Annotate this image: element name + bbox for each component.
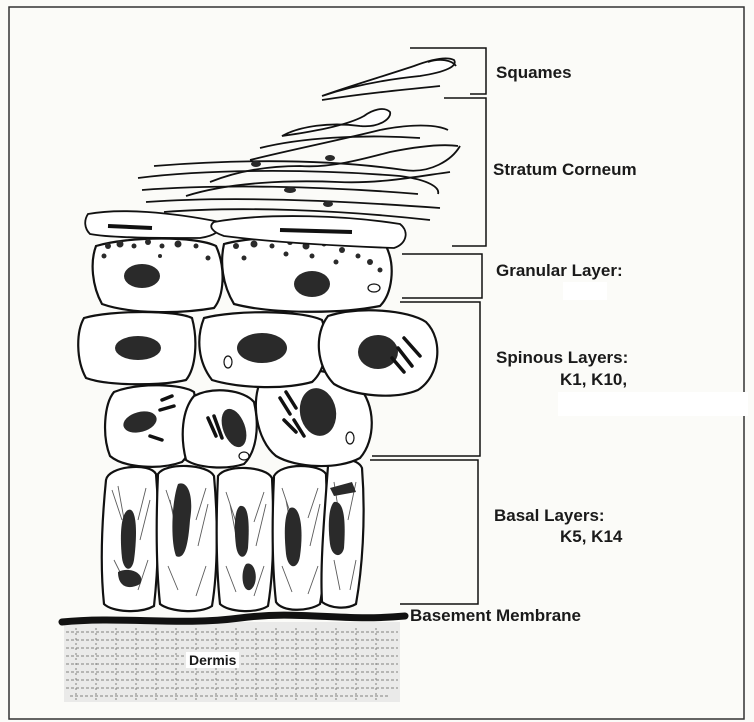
label-basal-keratins: K5, K14 [560,527,622,547]
label-dermis: Dermis [186,652,239,668]
label-granular: Granular Layer: [496,261,623,281]
blank-answer-box [558,392,748,416]
label-squames: Squames [496,63,572,83]
blank-answer-box [563,282,607,300]
bracket-basal [370,460,478,604]
label-stratum-corneum: Stratum Corneum [493,160,637,180]
bracket-granular [402,254,482,298]
label-spinous: Spinous Layers: [496,348,628,368]
bracket-stratum-corneum [444,98,486,246]
label-basement-membrane: Basement Membrane [410,606,581,626]
label-spinous-keratins: K1, K10, [560,370,627,390]
stratum-corneum [85,58,460,248]
label-basal: Basal Layers: [494,506,605,526]
basement-membrane [62,615,405,622]
